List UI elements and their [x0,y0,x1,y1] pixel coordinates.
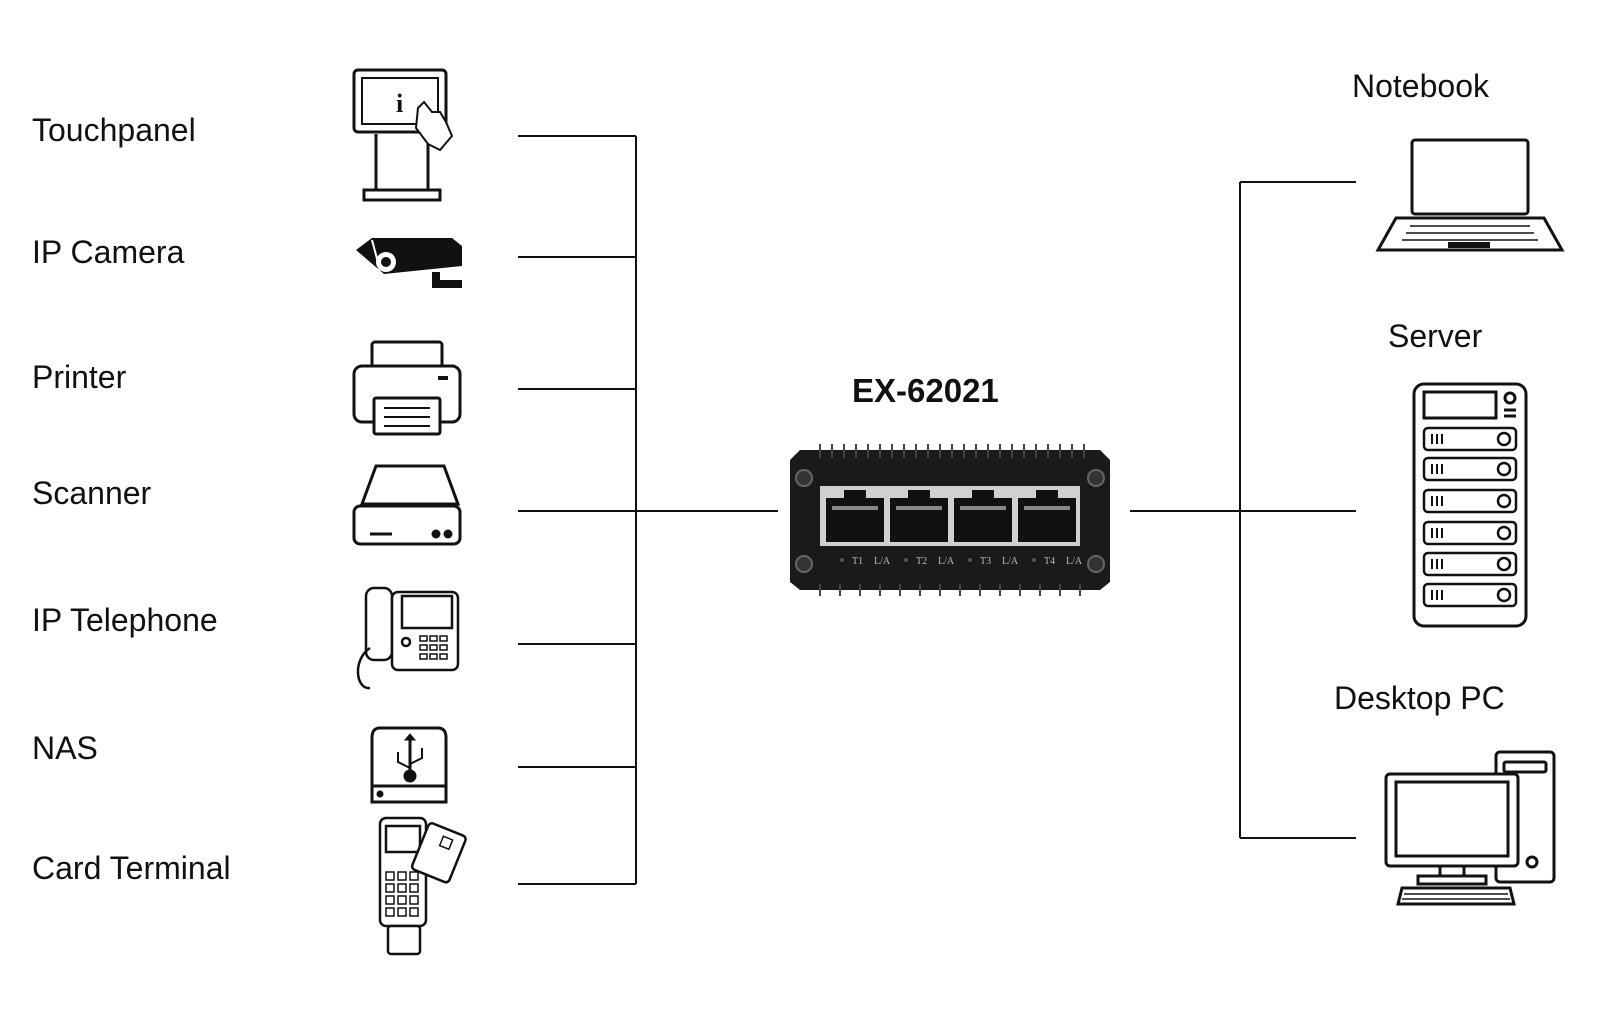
label-printer: Printer [32,359,127,395]
switch-screws [795,469,1105,573]
port-label: T3 [980,556,991,567]
port-label: T4 [1044,556,1055,567]
svg-text:i: i [396,89,403,118]
port-label: T1 [852,556,863,567]
switch-device: T1 L/A T2 L/A T3 L/A T4 L/A [790,444,1110,596]
port-label: T2 [916,556,927,567]
port-label: L/A [874,556,891,567]
label-scanner: Scanner [32,475,152,511]
ip-camera-icon [356,238,462,288]
ip-telephone-icon [356,586,460,690]
card-terminal-icon [378,816,467,956]
port-label-row: T1 L/A T2 L/A T3 L/A T4 L/A [852,556,1083,567]
label-ip-telephone: IP Telephone [32,602,218,638]
scanner-icon [352,464,462,546]
label-ip-camera: IP Camera [32,234,185,270]
label-desktop-pc: Desktop PC [1334,680,1505,716]
port-label: L/A [938,556,955,567]
left-connection-lines [518,135,778,885]
server-rack-icon [1412,382,1528,628]
switch-model-title: EX-62021 [852,372,999,409]
desktop-pc-icon [1384,750,1556,906]
label-server: Server [1388,318,1483,354]
touchpanel-kiosk-icon: i [352,68,454,202]
nas-drive-icon [370,726,448,804]
rj45-ports [826,490,1076,542]
printer-icon [352,340,462,436]
label-nas: NAS [32,730,98,766]
label-touchpanel: Touchpanel [32,112,196,148]
label-notebook: Notebook [1352,68,1489,104]
label-card-terminal: Card Terminal [32,850,231,886]
port-label: L/A [1066,556,1083,567]
port-label: L/A [1002,556,1019,567]
right-connection-lines [1130,181,1356,839]
server-drive-bays [1422,426,1518,608]
notebook-icon [1375,138,1565,252]
